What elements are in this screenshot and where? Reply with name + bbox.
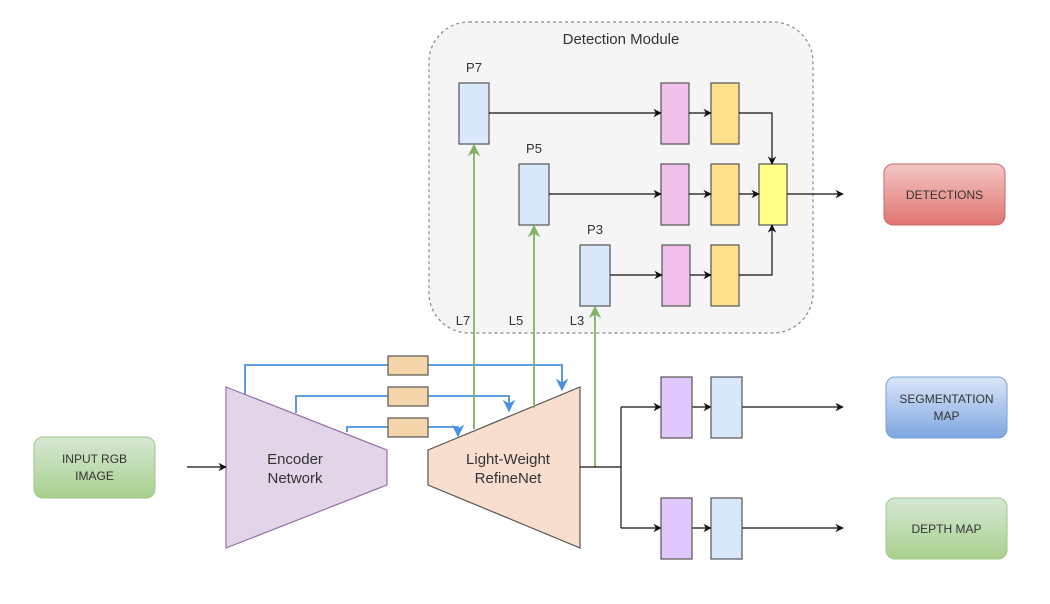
skip-block-3 (387, 417, 429, 438)
segmentation-map-output (885, 376, 1008, 439)
l5-label: L5 (509, 313, 523, 328)
detection-module-container (428, 21, 814, 334)
depth-head-lavender (660, 497, 693, 560)
input-label-line1: INPUT RGB (62, 452, 127, 466)
detections-label: DETECTIONS (906, 188, 983, 202)
encoder-label-line2: Network (267, 470, 323, 487)
p5-feature-block (518, 163, 550, 226)
p7-head-orange (710, 82, 740, 145)
segmentation-label-line1: SEGMENTATION (899, 392, 993, 406)
detections-output (883, 163, 1006, 226)
l3-label: L3 (570, 313, 584, 328)
input-label-line2: IMAGE (75, 469, 114, 483)
p3-feature-block (579, 244, 611, 307)
merge-block (758, 163, 788, 226)
p5-head-pink (660, 163, 690, 226)
skip-block-2 (387, 386, 429, 407)
task-head-arrows (187, 402, 844, 533)
p5-label: P5 (526, 141, 542, 156)
p7-feature-block (458, 82, 490, 145)
encoder-network (225, 386, 388, 549)
input-rgb-image (33, 436, 156, 499)
depth-map-output (885, 497, 1008, 560)
detection-module-title: Detection Module (563, 31, 680, 48)
skip-block-1 (387, 355, 429, 376)
encoder-label-line1: Encoder (267, 451, 323, 468)
p5-head-orange (710, 163, 740, 226)
p3-head-orange (710, 244, 740, 307)
p3-label: P3 (587, 222, 603, 237)
seg-head-blue (710, 376, 743, 439)
depth-map-label: DEPTH MAP (911, 522, 981, 536)
skip-connections (244, 364, 569, 438)
decoder-label-line1: Light-Weight (466, 451, 551, 468)
p7-head-pink (660, 82, 690, 145)
segmentation-label-line2: MAP (933, 409, 959, 423)
detection-arrows (489, 108, 844, 280)
depth-head-blue (710, 497, 743, 560)
decoder-label-line2: RefineNet (475, 470, 543, 487)
p3-head-pink (661, 244, 691, 307)
light-weight-refinenet (427, 386, 581, 549)
lateral-connections (467, 143, 602, 467)
l7-label: L7 (456, 313, 470, 328)
p7-label: P7 (466, 60, 482, 75)
seg-head-lavender (660, 376, 693, 439)
